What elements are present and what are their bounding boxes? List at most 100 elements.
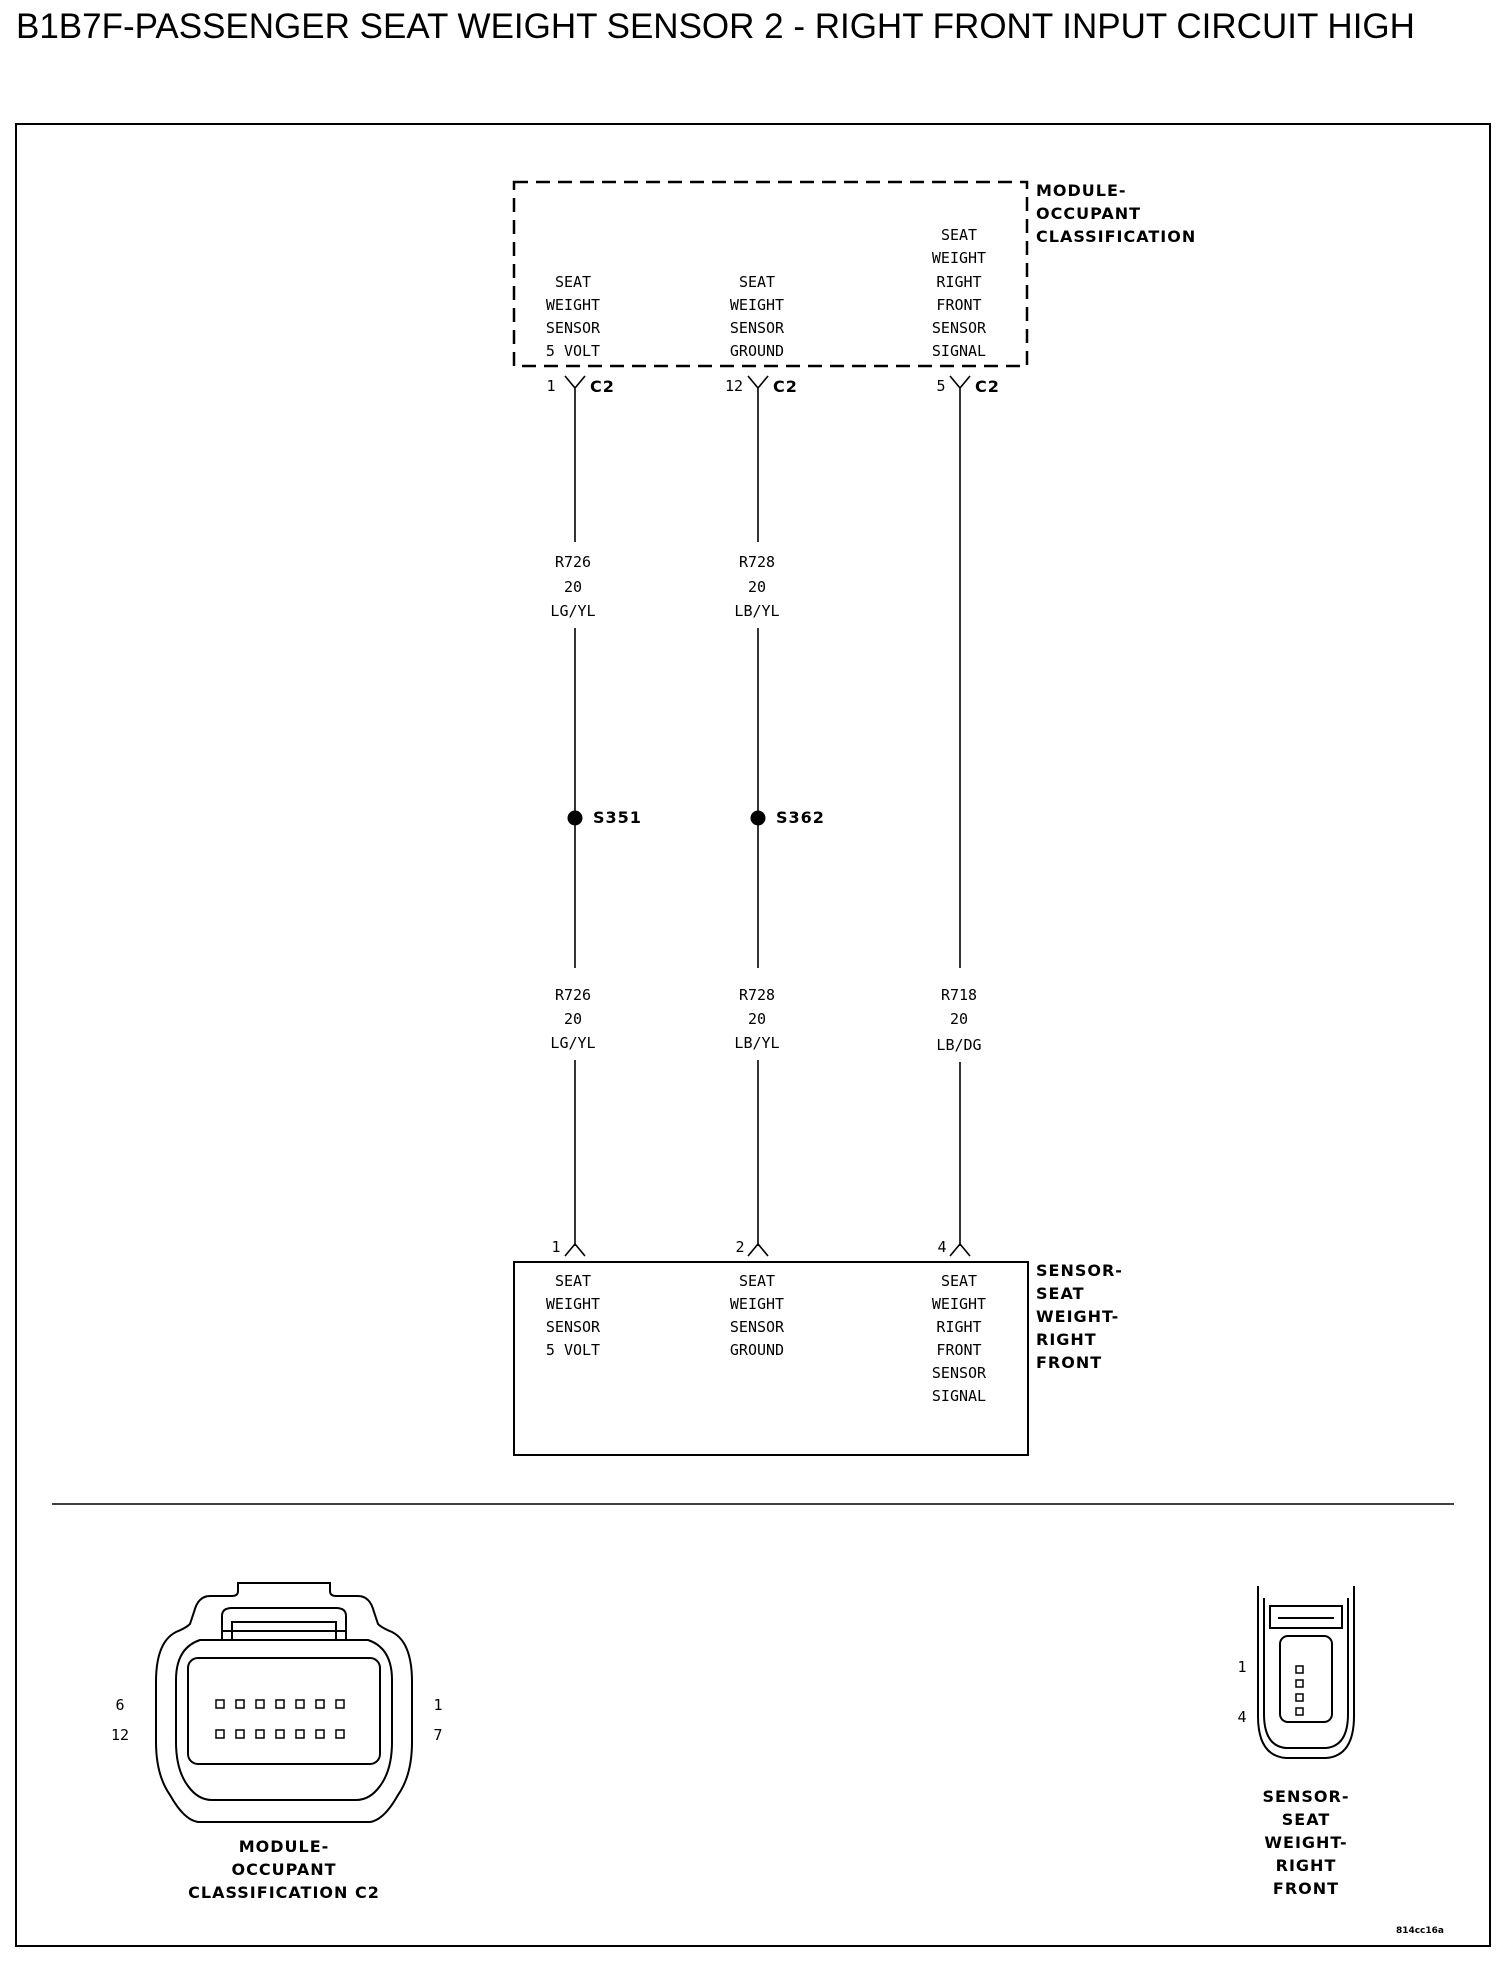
module-pin-label: SEAT	[941, 226, 977, 244]
pin-cavity	[295, 1729, 305, 1739]
diagram-frame	[15, 123, 1491, 1947]
connector-id: C2	[975, 377, 1000, 396]
module-pin-number: 12	[725, 377, 743, 395]
sensor-pin-4-connector: 4	[937, 1238, 971, 1257]
pin-cavity	[275, 1729, 285, 1739]
sensor-pin-label: SENSOR	[932, 1364, 987, 1382]
wire-label: LB/YL	[734, 1034, 779, 1052]
sensor-pin-number: 4	[937, 1238, 946, 1256]
sensor-pin-label: GROUND	[730, 1341, 784, 1359]
module-pin-label: SIGNAL	[932, 342, 986, 360]
module-pin-number: 5	[936, 377, 945, 395]
wire-r726: R726 20 LG/YL S351 R726 20 LG/YL	[550, 394, 642, 1246]
sensor-connector-latch	[1269, 1605, 1343, 1629]
module-pin-label: SEAT	[739, 273, 775, 291]
pin-cavity	[215, 1699, 225, 1709]
module-pin-label: GROUND	[730, 342, 784, 360]
module-pin-label: SEAT	[555, 273, 591, 291]
connector-id: C2	[590, 377, 615, 396]
module-pin-label: RIGHT	[936, 273, 981, 291]
pin-cavity	[1295, 1693, 1304, 1702]
sensor-pin-label: SEAT	[941, 1272, 977, 1290]
pin-cavity	[275, 1699, 285, 1709]
pin-cavity	[295, 1699, 305, 1709]
module-pin-label: 5 VOLT	[546, 342, 600, 360]
module-name-label: MODULE- OCCUPANT CLASSIFICATION	[1036, 181, 1195, 246]
module-pin-label: WEIGHT	[730, 296, 784, 314]
sensor-connector-face-view	[1257, 1586, 1355, 1759]
pin-cavity	[1295, 1679, 1304, 1688]
sensor-connector-caption: SENSOR- SEAT WEIGHT- RIGHT FRONT	[1263, 1787, 1350, 1898]
sensor-pin-label: SEAT	[739, 1272, 775, 1290]
sensor-connector-outer-shell	[1257, 1586, 1355, 1759]
sensor-face-pin-number: 1	[1237, 1658, 1246, 1676]
wire-label: 20	[564, 1010, 582, 1028]
pin-cavity	[335, 1729, 345, 1739]
sensor-pin-label: SENSOR	[546, 1318, 601, 1336]
module-pin-5-connector: 5 C2	[936, 375, 1000, 396]
male-terminal-symbol	[564, 1242, 586, 1257]
splice-dot	[567, 810, 583, 826]
wire-label: 20	[748, 1010, 766, 1028]
sensor-pin-label: FRONT	[936, 1341, 981, 1359]
sensor-name-line: FRONT	[1036, 1353, 1102, 1372]
sensor-pin-label: WEIGHT	[730, 1295, 784, 1313]
sensor-pin-label: WEIGHT	[932, 1295, 986, 1313]
connector-inner-shell	[175, 1639, 393, 1801]
sensor-connector-pin-cavity-block	[1279, 1635, 1333, 1723]
module-pin-12-connector: 12 C2	[725, 375, 798, 396]
sensor-pin-number: 1	[551, 1238, 560, 1256]
wire-label: LB/DG	[936, 1036, 981, 1054]
sensor-pin-label: SEAT	[555, 1272, 591, 1290]
sensor-caption-line: RIGHT	[1276, 1856, 1337, 1875]
wire-label: 20	[950, 1010, 968, 1028]
sensor-name-line: WEIGHT-	[1036, 1307, 1119, 1326]
c2-pin-number: 6	[115, 1696, 124, 1714]
pin-cavity	[235, 1729, 245, 1739]
pin-cavity	[1295, 1707, 1304, 1716]
sensor-name-line: RIGHT	[1036, 1330, 1097, 1349]
pin-cavity	[315, 1729, 325, 1739]
wire-label: 20	[564, 578, 582, 596]
sensor-pin-label: SIGNAL	[932, 1387, 986, 1405]
c2-pin-number: 1	[433, 1696, 442, 1714]
splice-label: S351	[593, 808, 642, 827]
wire-r728: R728 20 LB/YL S362 R728 20 LB/YL	[734, 394, 825, 1246]
module-pin-label: WEIGHT	[932, 249, 986, 267]
sensor-caption-line: SENSOR-	[1263, 1787, 1350, 1806]
female-terminal-symbol	[564, 375, 586, 394]
sensor-caption-line: FRONT	[1273, 1879, 1339, 1898]
pin-cavity	[335, 1699, 345, 1709]
male-terminal-symbol	[949, 1242, 971, 1257]
c2-caption: MODULE- OCCUPANT CLASSIFICATION C2	[188, 1837, 380, 1902]
female-terminal-symbol	[747, 375, 769, 394]
sensor-pin-cavities	[1295, 1665, 1304, 1716]
c2-caption-line: MODULE-	[239, 1837, 330, 1856]
c2-caption-line: CLASSIFICATION C2	[188, 1883, 380, 1902]
wire-label: R718	[941, 986, 977, 1004]
module-pin-label: SENSOR	[730, 319, 785, 337]
module-occupant-classification-box	[512, 180, 1029, 368]
connector-outer-shell	[155, 1582, 413, 1823]
pin-cavity	[255, 1699, 265, 1709]
sensor-pin-2-connector: 2	[735, 1238, 769, 1257]
pin-cavity	[315, 1699, 325, 1709]
module-pin-number: 1	[546, 377, 555, 395]
sensor-pin-number: 2	[735, 1238, 744, 1256]
female-terminal-symbol	[949, 375, 971, 394]
c2-pin-number: 12	[111, 1726, 129, 1744]
sensor-pin-label: 5 VOLT	[546, 1341, 600, 1359]
sensor-name-label: SENSOR- SEAT WEIGHT- RIGHT FRONT	[1036, 1261, 1122, 1372]
wire-r718: R718 20 LB/DG	[936, 394, 982, 1246]
module-pin-label: FRONT	[936, 296, 981, 314]
module-name-line: OCCUPANT	[1036, 204, 1141, 223]
splice-label: S362	[776, 808, 825, 827]
c2-pin-cavities	[215, 1699, 345, 1739]
pin-cavity	[1295, 1665, 1304, 1674]
module-name-line: MODULE-	[1036, 181, 1127, 200]
sensor-pin-label: WEIGHT	[546, 1295, 600, 1313]
pin-cavity	[255, 1729, 265, 1739]
connector-id: C2	[773, 377, 798, 396]
splice-dot	[750, 810, 766, 826]
module-pin-label: SENSOR	[546, 319, 601, 337]
